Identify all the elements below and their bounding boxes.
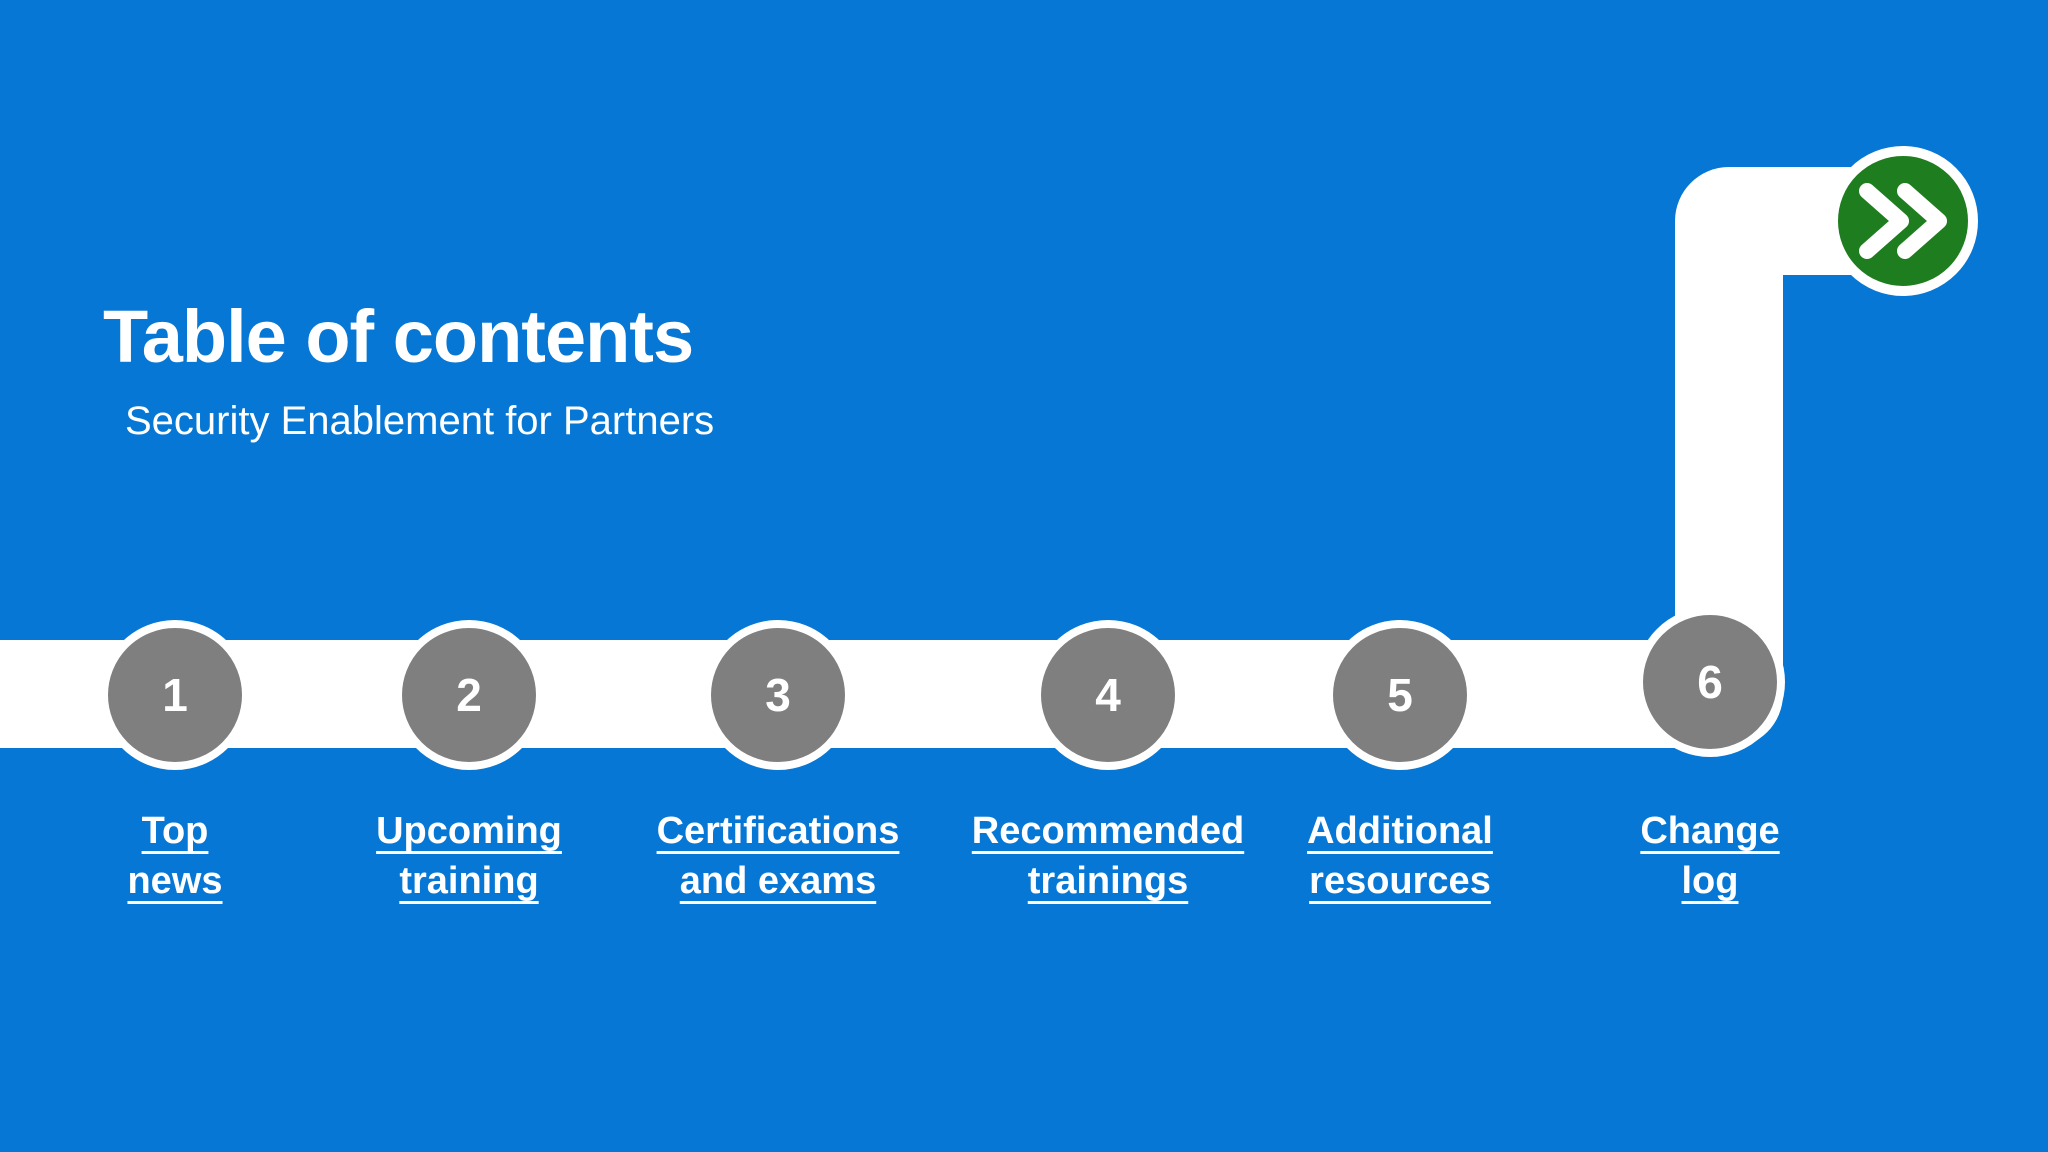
stop-circle-3: 3	[703, 620, 853, 770]
stop-circle-5: 5	[1325, 620, 1475, 770]
double-chevron-right-icon	[1859, 183, 1947, 259]
next-section-button[interactable]	[1828, 146, 1978, 296]
stop-number-3: 3	[765, 669, 791, 721]
stop-circle-6: 6	[1635, 607, 1785, 757]
stop-circle-2: 2	[394, 620, 544, 770]
stop-number-5: 5	[1387, 669, 1413, 721]
toc-link-change-log[interactable]: Change log	[1640, 810, 1780, 903]
page-subtitle: Security Enablement for Partners	[125, 399, 715, 444]
stop-circle-4: 4	[1033, 620, 1183, 770]
stop-circle-1: 1	[100, 620, 250, 770]
toc-link-recommended-trainings[interactable]: Recommended trainings	[971, 810, 1245, 903]
toc-link-top-news[interactable]: Top news	[127, 810, 223, 903]
toc-link-upcoming-training[interactable]: Upcoming training	[376, 810, 562, 903]
toc-link-certifications-and-exams[interactable]: Certifications and exams	[656, 810, 900, 903]
stop-number-1: 1	[162, 669, 188, 721]
stop-number-4: 4	[1095, 669, 1121, 721]
stop-number-6: 6	[1697, 656, 1723, 708]
page-title: Table of contents	[103, 295, 694, 378]
toc-link-additional-resources[interactable]: Additional resources	[1307, 810, 1493, 903]
header: Table of contents Security Enablement fo…	[103, 296, 714, 444]
stop-number-2: 2	[456, 669, 482, 721]
